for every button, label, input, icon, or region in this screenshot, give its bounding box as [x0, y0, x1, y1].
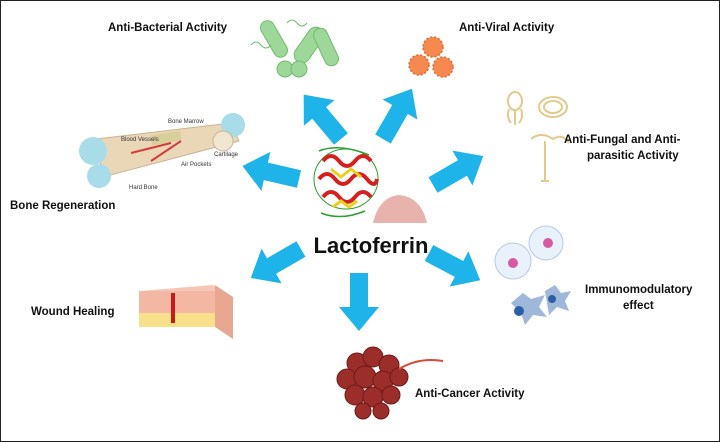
arrow-anti-cancer	[339, 273, 379, 331]
label-immunomodulatory-line2: effect	[623, 300, 654, 312]
fungi-parasite-icon	[506, 91, 570, 182]
label-anti-fungal-line2: parasitic Activity	[587, 150, 679, 162]
arrow-anti-bacterial	[288, 81, 357, 152]
bone-label-cartilage: Cartilage	[214, 152, 239, 158]
bone-label-air-pockets: Air Pockets	[181, 162, 212, 168]
arrow-anti-fungal	[423, 138, 494, 203]
bone-label-bone-marrow: Bone Marrow	[168, 119, 204, 125]
arrow-anti-viral	[365, 78, 430, 149]
cancer-cluster-icon	[336, 346, 444, 420]
label-immunomodulatory-line1: Immunomodulatory	[585, 284, 693, 296]
bone-icon	[79, 113, 245, 188]
label-anti-fungal-line1: Anti-Fungal and Anti-	[564, 134, 681, 146]
bone-label-hard-bone: Hard Bone	[129, 185, 158, 191]
label-bone-regeneration: Bone Regeneration	[10, 200, 116, 212]
bone-label-blood-vessels: Blood Vessels	[121, 137, 159, 143]
label-anti-viral: Anti-Viral Activity	[459, 22, 555, 34]
arrow-bone-regeneration	[237, 146, 304, 199]
virus-icon	[408, 36, 454, 78]
label-anti-cancer: Anti-Cancer Activity	[415, 388, 525, 400]
center-label: Lactoferrin	[313, 233, 429, 258]
protein-structure-icon	[313, 147, 379, 218]
powder-pile-icon	[373, 195, 427, 223]
label-anti-bacterial: Anti-Bacterial Activity	[108, 22, 228, 34]
label-wound-healing: Wound Healing	[31, 306, 115, 318]
bacteria-icon	[250, 19, 339, 78]
immune-cells-icon	[494, 225, 571, 325]
skin-tissue-icon	[139, 285, 233, 339]
